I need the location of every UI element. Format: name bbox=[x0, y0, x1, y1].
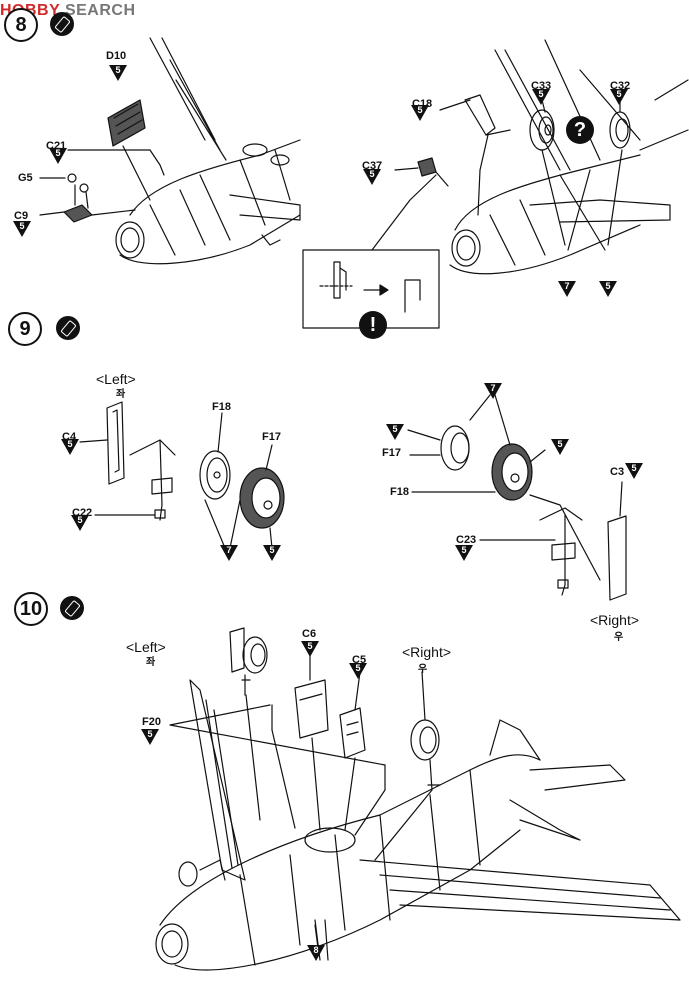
part-label-f18-left: F18 bbox=[212, 401, 231, 413]
part-label-d10: D10 bbox=[106, 50, 127, 62]
step9-right-gear bbox=[407, 394, 627, 601]
part-label-c4: C4 bbox=[62, 431, 77, 443]
part-label-f17-left: F17 bbox=[262, 431, 281, 443]
side-label-left: <Left> bbox=[96, 371, 136, 387]
side-label-left-korean-step10: 좌 bbox=[146, 657, 156, 668]
step8-fuselage-left bbox=[115, 37, 301, 265]
cement-icon bbox=[50, 12, 74, 36]
part-label-c5: C5 bbox=[352, 654, 367, 666]
step8-parts-left bbox=[39, 99, 165, 223]
step-8-badge: 8 bbox=[4, 8, 38, 42]
part-label-c9: C9 bbox=[14, 210, 29, 222]
part-label-c22: C22 bbox=[72, 507, 93, 519]
part-label-g5: G5 bbox=[18, 172, 33, 184]
cement-icon bbox=[56, 316, 80, 340]
part-label-c18: C18 bbox=[412, 98, 433, 110]
step8-parts-right bbox=[302, 91, 631, 329]
step8-fuselage-right bbox=[449, 39, 689, 275]
side-label-left-korean: 좌 bbox=[116, 389, 126, 400]
part-label-f18-right: F18 bbox=[390, 486, 409, 498]
step10-parts bbox=[169, 627, 441, 949]
cement-icon bbox=[60, 596, 84, 620]
part-label-c37: C37 bbox=[362, 160, 383, 172]
side-label-right-step10: <Right> bbox=[402, 644, 452, 660]
step-9-badge: 9 bbox=[8, 312, 42, 346]
part-label-c32: C32 bbox=[610, 80, 631, 92]
side-label-right-korean-step10: 우 bbox=[418, 664, 428, 675]
part-label-c21: C21 bbox=[46, 140, 67, 152]
side-label-left-step10: <Left> bbox=[126, 639, 166, 655]
question-icon: ? bbox=[566, 116, 594, 144]
part-label-c6: C6 bbox=[302, 628, 317, 640]
step9-left-gear bbox=[79, 401, 285, 549]
part-label-c3: C3 bbox=[610, 466, 625, 478]
watermark-suffix: SEARCH bbox=[60, 2, 136, 19]
step-10-badge: 10 bbox=[14, 592, 48, 626]
side-label-right-korean: 우 bbox=[614, 632, 624, 643]
part-label-f20: F20 bbox=[142, 716, 161, 728]
side-label-right: <Right> bbox=[590, 612, 640, 628]
step10-aircraft bbox=[155, 679, 681, 971]
part-label-c33: C33 bbox=[531, 80, 552, 92]
warning-icon: ! bbox=[359, 311, 387, 339]
part-label-c23: C23 bbox=[456, 534, 477, 546]
part-label-f17-right: F17 bbox=[382, 447, 401, 459]
